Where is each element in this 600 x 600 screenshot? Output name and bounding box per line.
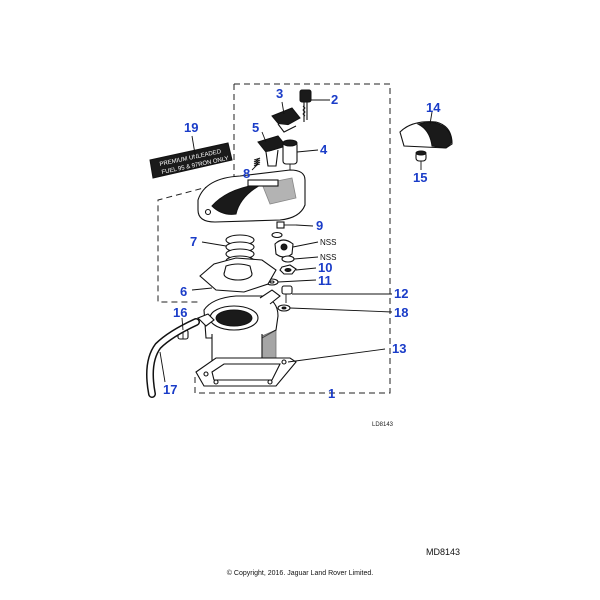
- callout-8: 8: [243, 166, 250, 181]
- callout-16: 16: [173, 305, 187, 320]
- part-15-grommet: [415, 150, 427, 162]
- part-8-small-spring: [253, 157, 261, 167]
- callout-12: 12: [394, 286, 408, 301]
- leader-lines: [159, 99, 433, 383]
- part-9-screw: [271, 221, 296, 239]
- diagram-reference: MD8143: [426, 547, 461, 557]
- part-17-hose: [146, 318, 200, 398]
- assembly-boundary: [157, 83, 391, 394]
- part-2-key: [299, 89, 312, 122]
- callout-3: 3: [276, 86, 283, 101]
- callout-7: 7: [190, 234, 197, 249]
- nss-label-1: NSS: [320, 238, 336, 247]
- callout-2: 2: [331, 92, 338, 107]
- callout-9: 9: [316, 218, 323, 233]
- part-19-label-plate: PREMIUM UNLEADED FUEL 95 & 97RON ONLY: [149, 142, 233, 179]
- diagram-ref-small: LD8143: [372, 422, 394, 428]
- nss-cam: [274, 239, 294, 258]
- part-12-bolt: [281, 285, 293, 303]
- part-6-seal-plate: [199, 257, 277, 293]
- part-18-washer: [277, 304, 291, 312]
- part-1-housing-top: [197, 169, 306, 223]
- callout-19: 19: [184, 120, 198, 135]
- part-3-flap: [271, 107, 301, 133]
- callout-10: 10: [318, 260, 332, 275]
- part-13-base-gasket: [195, 357, 297, 387]
- callout-5: 5: [252, 120, 259, 135]
- callout-14: 14: [426, 100, 441, 115]
- nss-washer: [281, 255, 295, 263]
- nss-label-2: NSS: [320, 253, 336, 262]
- callout-17: 17: [163, 382, 177, 397]
- part-5-latch: [257, 135, 287, 167]
- callout-4: 4: [320, 142, 328, 157]
- part-14-cap-cover: [399, 121, 453, 149]
- callout-18: 18: [394, 305, 408, 320]
- callout-15: 15: [413, 170, 427, 185]
- callout-1: 1: [328, 386, 335, 401]
- callout-13: 13: [392, 341, 406, 356]
- callout-6: 6: [180, 284, 187, 299]
- part-10-nut: [279, 264, 297, 275]
- part-4-lock-barrel: [282, 139, 298, 170]
- copyright-notice: © Copyright, 2016. Jaguar Land Rover Lim…: [226, 570, 374, 577]
- callout-11: 11: [318, 273, 332, 288]
